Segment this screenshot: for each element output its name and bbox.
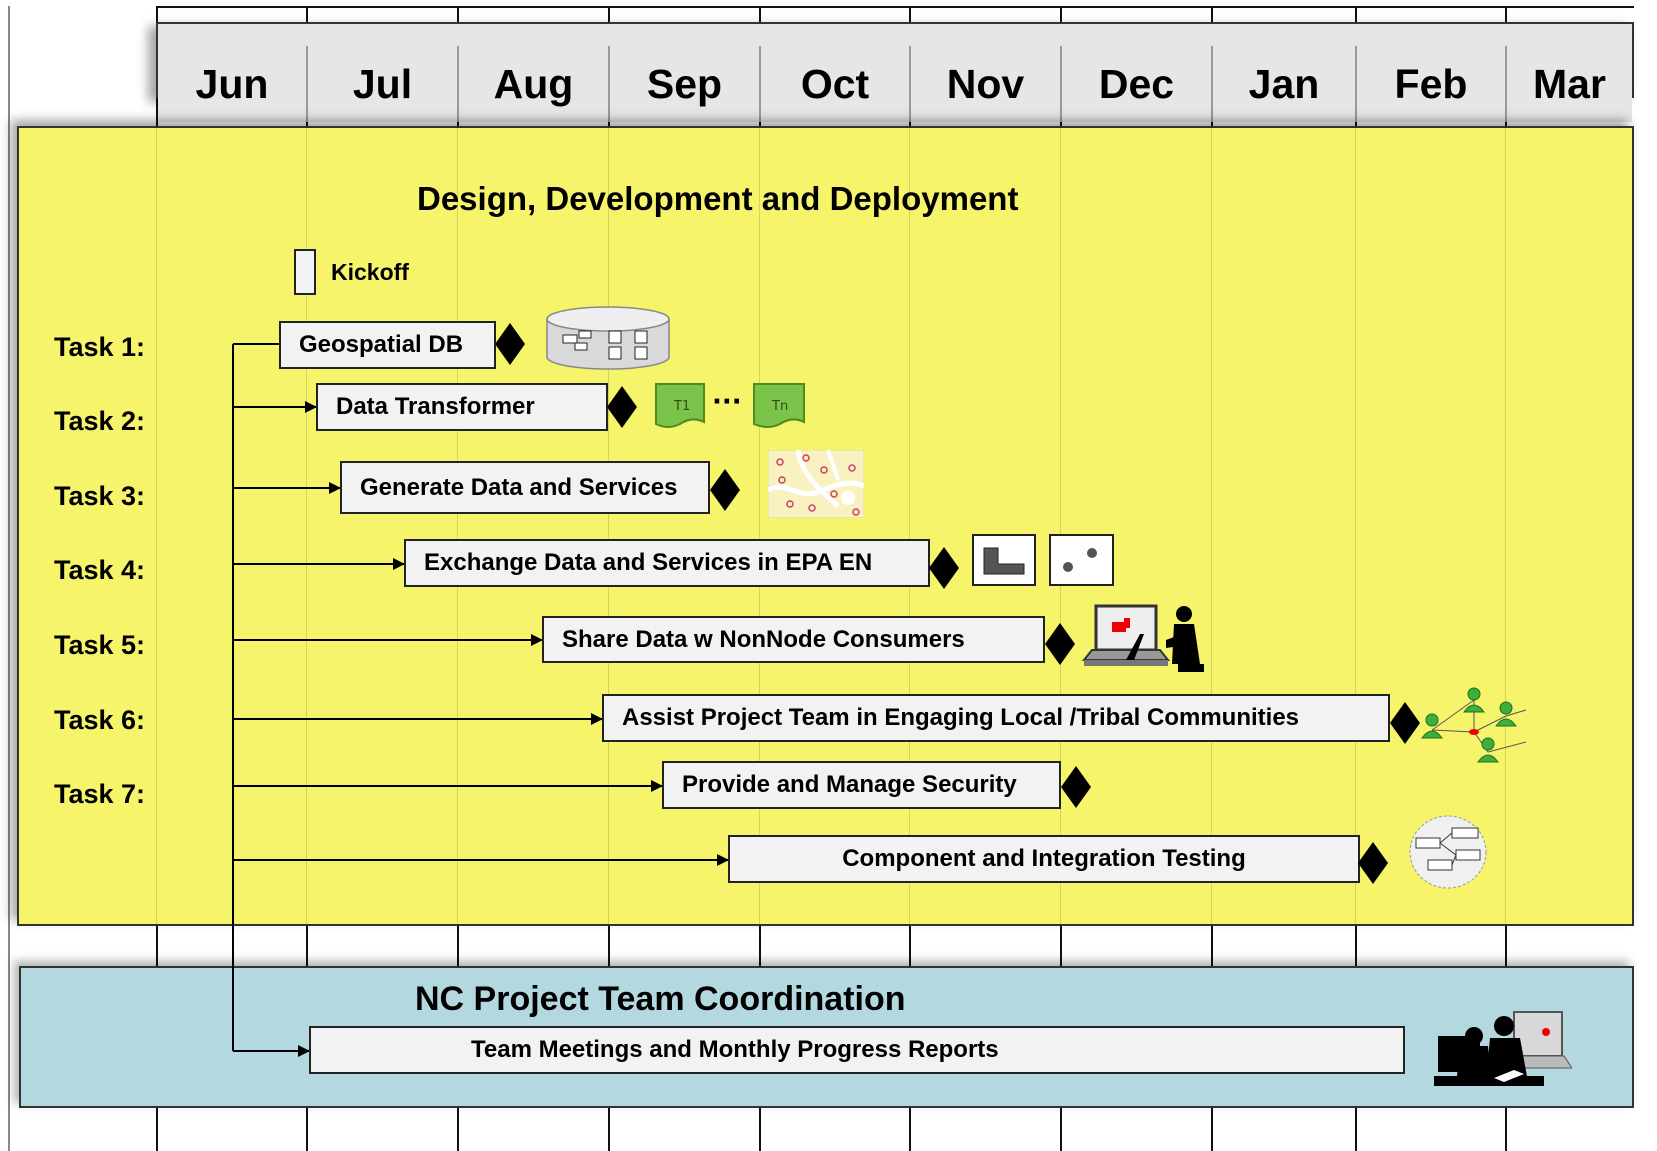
left-border	[8, 6, 10, 1151]
task-label: Task 7:	[54, 779, 146, 809]
milestone-diamond	[1061, 766, 1091, 808]
task-bar-generate-data: Generate Data and Services	[340, 461, 710, 514]
task-bar-share-data: Share Data w NonNode Consumers	[542, 616, 1045, 663]
integration-icon	[1409, 815, 1487, 889]
team-meeting-icon	[1434, 1011, 1572, 1086]
month-dec: Dec	[1062, 46, 1213, 122]
task-label: Task 1:	[54, 332, 146, 362]
task-bar-assist-team: Assist Project Team in Engaging Local /T…	[602, 694, 1390, 742]
month-feb: Feb	[1357, 46, 1507, 122]
section-title-coordination: NC Project Team Coordination	[415, 980, 906, 1018]
band-grid-line	[909, 128, 910, 924]
milestone-diamond	[1390, 702, 1420, 744]
task-label: Task 4:	[54, 555, 146, 585]
month-jun: Jun	[158, 46, 308, 122]
month-mar: Mar	[1507, 46, 1632, 122]
task-bar-exchange-data: Exchange Data and Services in EPA EN	[404, 539, 930, 587]
band-grid-line	[759, 128, 760, 924]
top-border	[156, 6, 1634, 8]
band-grid-line	[608, 128, 609, 924]
node-icon	[972, 534, 1114, 586]
task-label: Task 5:	[54, 630, 146, 660]
transformer-first-label: T1	[673, 399, 690, 414]
milestone-diamond	[929, 547, 959, 589]
database-icon	[546, 306, 670, 370]
band-grid-line	[1211, 128, 1212, 924]
milestone-diamond	[1358, 842, 1388, 884]
task-label: Task 6:	[54, 705, 146, 735]
month-jan: Jan	[1213, 46, 1357, 122]
task-bar-data-transformer: Data Transformer	[316, 383, 608, 431]
user-at-computer-icon	[1082, 604, 1204, 672]
band-grid-line	[156, 128, 157, 924]
milestone-diamond	[495, 323, 525, 365]
transformer-last-label: Tn	[771, 399, 788, 414]
transformer-ellipsis: ···	[712, 387, 742, 417]
milestone-diamond	[1045, 623, 1075, 665]
transformer-icon: T1 Tn ···	[655, 383, 805, 428]
milestone-diamond	[710, 469, 740, 511]
month-jul: Jul	[308, 46, 459, 122]
month-sep: Sep	[610, 46, 761, 122]
month-header: Jun Jul Aug Sep Oct Nov Dec Jan Feb Mar	[156, 22, 1634, 122]
kickoff-label: Kickoff	[331, 259, 409, 285]
task-bar-geospatial-db: Geospatial DB	[279, 321, 496, 369]
map-icon	[768, 450, 864, 518]
task-label: Task 3:	[54, 481, 146, 511]
band-grid-line	[1060, 128, 1061, 924]
month-oct: Oct	[761, 46, 911, 122]
band-grid-line	[306, 128, 307, 924]
month-nov: Nov	[911, 46, 1062, 122]
task-bar-testing: Component and Integration Testing	[728, 835, 1360, 883]
task-label: Task 2:	[54, 406, 146, 436]
month-aug: Aug	[459, 46, 610, 122]
band-grid-line	[1355, 128, 1356, 924]
band-grid-line	[457, 128, 458, 924]
milestone-diamond	[607, 386, 637, 428]
band-grid-line	[1505, 128, 1506, 924]
community-network-icon	[1421, 687, 1527, 763]
task-bar-team-meetings: Team Meetings and Monthly Progress Repor…	[309, 1026, 1405, 1074]
task-bar-security: Provide and Manage Security	[662, 761, 1061, 809]
section-title-design: Design, Development and Deployment	[417, 180, 1019, 217]
kickoff-marker	[294, 249, 316, 295]
